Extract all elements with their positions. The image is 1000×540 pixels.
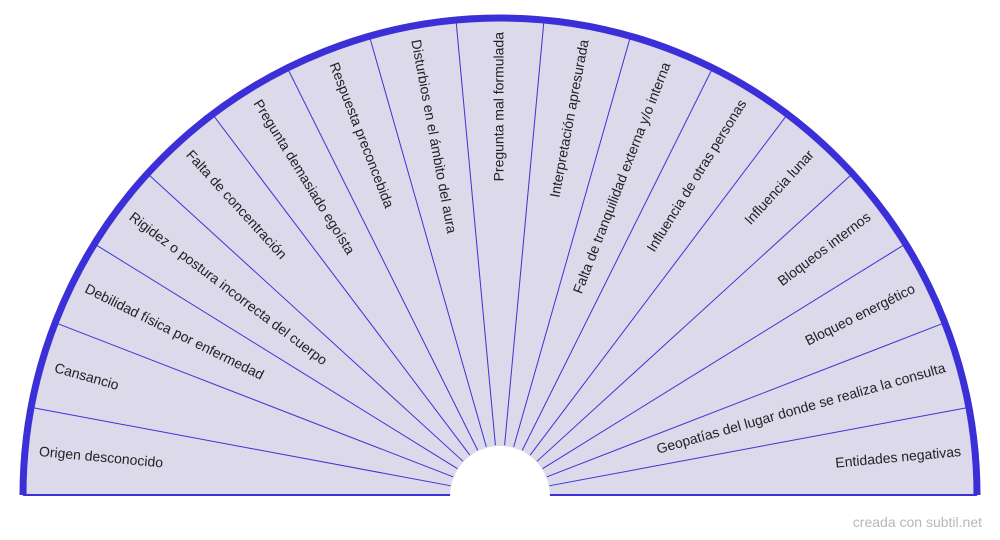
fan-background xyxy=(23,18,977,495)
segment-divider xyxy=(513,36,632,448)
segment-divider xyxy=(212,114,471,456)
segment-divider xyxy=(536,173,853,462)
segment-divider xyxy=(549,406,969,487)
segment-divider xyxy=(147,173,464,462)
segment-divider xyxy=(31,406,451,487)
segment-divider xyxy=(504,19,545,446)
segment-divider xyxy=(94,243,458,470)
segment-divider xyxy=(542,243,906,470)
credit-text: creada con subtil.net xyxy=(852,514,982,530)
center-hub xyxy=(450,446,550,496)
segment-divider xyxy=(521,67,714,451)
segment-divider xyxy=(368,36,487,448)
segment-divider xyxy=(529,114,788,456)
segment-divider xyxy=(455,19,496,446)
segment-divider xyxy=(286,67,479,451)
segment-dividers xyxy=(31,19,969,487)
segment-divider xyxy=(55,322,454,478)
segment-divider xyxy=(546,322,945,478)
segment-label: Pregunta mal formulada xyxy=(491,32,507,182)
outer-rim xyxy=(19,14,981,496)
